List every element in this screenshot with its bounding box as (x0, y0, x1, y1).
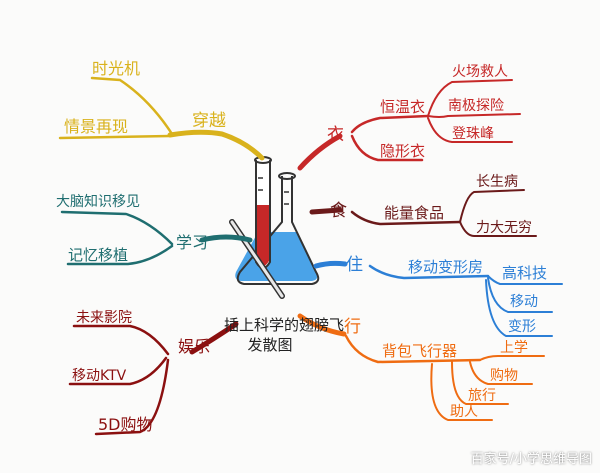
thermal-child-antarctic: 南极探险 (448, 98, 504, 114)
fun-item-cinema: 未来影院 (76, 310, 132, 326)
study-item-brain: 大脑知识移见 (56, 193, 140, 210)
branch-lines (58, 76, 563, 436)
branch-label-study: 学习 (176, 233, 208, 252)
thermal-child-everest: 登珠峰 (452, 126, 494, 142)
house-child-mobile: 移动 (510, 294, 538, 310)
jetpack-child-travel: 旅行 (468, 388, 496, 404)
branch-line-travel (167, 129, 265, 161)
energy-child-2: 力大无穷 (476, 220, 532, 236)
thermal-child-fire-rescue: 火场救人 (452, 64, 508, 80)
travel-item-time-machine: 时光机 (92, 59, 140, 78)
fun-item-ktv: 移动KTV (72, 368, 127, 384)
branch-line-study (199, 234, 253, 243)
travel-item-scene-replay: 情景再现 (64, 117, 128, 136)
center-title-line2: 发散图 (247, 336, 292, 354)
energy-child-1: 长生病 (476, 174, 518, 190)
clothing-item-invisible: 隐形衣 (380, 142, 425, 160)
branch-label-housing: 住 (346, 255, 363, 275)
branch-line-fun (189, 321, 239, 355)
branch-line-food (309, 207, 343, 215)
branch-label-travel: 穿越 (192, 111, 226, 131)
branch-label-food: 食 (330, 201, 347, 221)
branch-line-clothing (297, 133, 343, 171)
flask-outline (236, 176, 320, 285)
transport-item-jetpack: 背包飞行器 (382, 342, 457, 360)
center-title-line1: 插上科学的翅膀飞 (224, 316, 344, 334)
house-child-transform: 变形 (508, 319, 536, 335)
jetpack-child-shopping: 购物 (490, 368, 518, 384)
jetpack-child-school: 上学 (500, 340, 528, 356)
clothing-item-thermal: 恒温衣 (380, 98, 425, 116)
jetpack-child-help: 助人 (450, 404, 478, 420)
housing-item-house: 移动变形房 (408, 258, 483, 276)
branch-line-housing (313, 260, 348, 269)
fun-item-5d-shopping: 5D购物 (98, 415, 153, 434)
branch-label-transport: 行 (344, 317, 361, 337)
food-item-energy: 能量食品 (384, 204, 444, 222)
watermark: 百家号/小学思维导图 (470, 452, 592, 467)
branch-label-fun: 娱乐 (178, 337, 210, 356)
flask-mouth (278, 172, 296, 180)
branch-line-transport (297, 313, 347, 337)
test-tube-liquid (257, 205, 269, 266)
study-item-memory: 记忆移植 (68, 246, 128, 264)
branch-label-clothing: 衣 (327, 125, 344, 145)
house-child-hitech: 高科技 (502, 264, 547, 282)
beaker-illustration (229, 156, 320, 299)
